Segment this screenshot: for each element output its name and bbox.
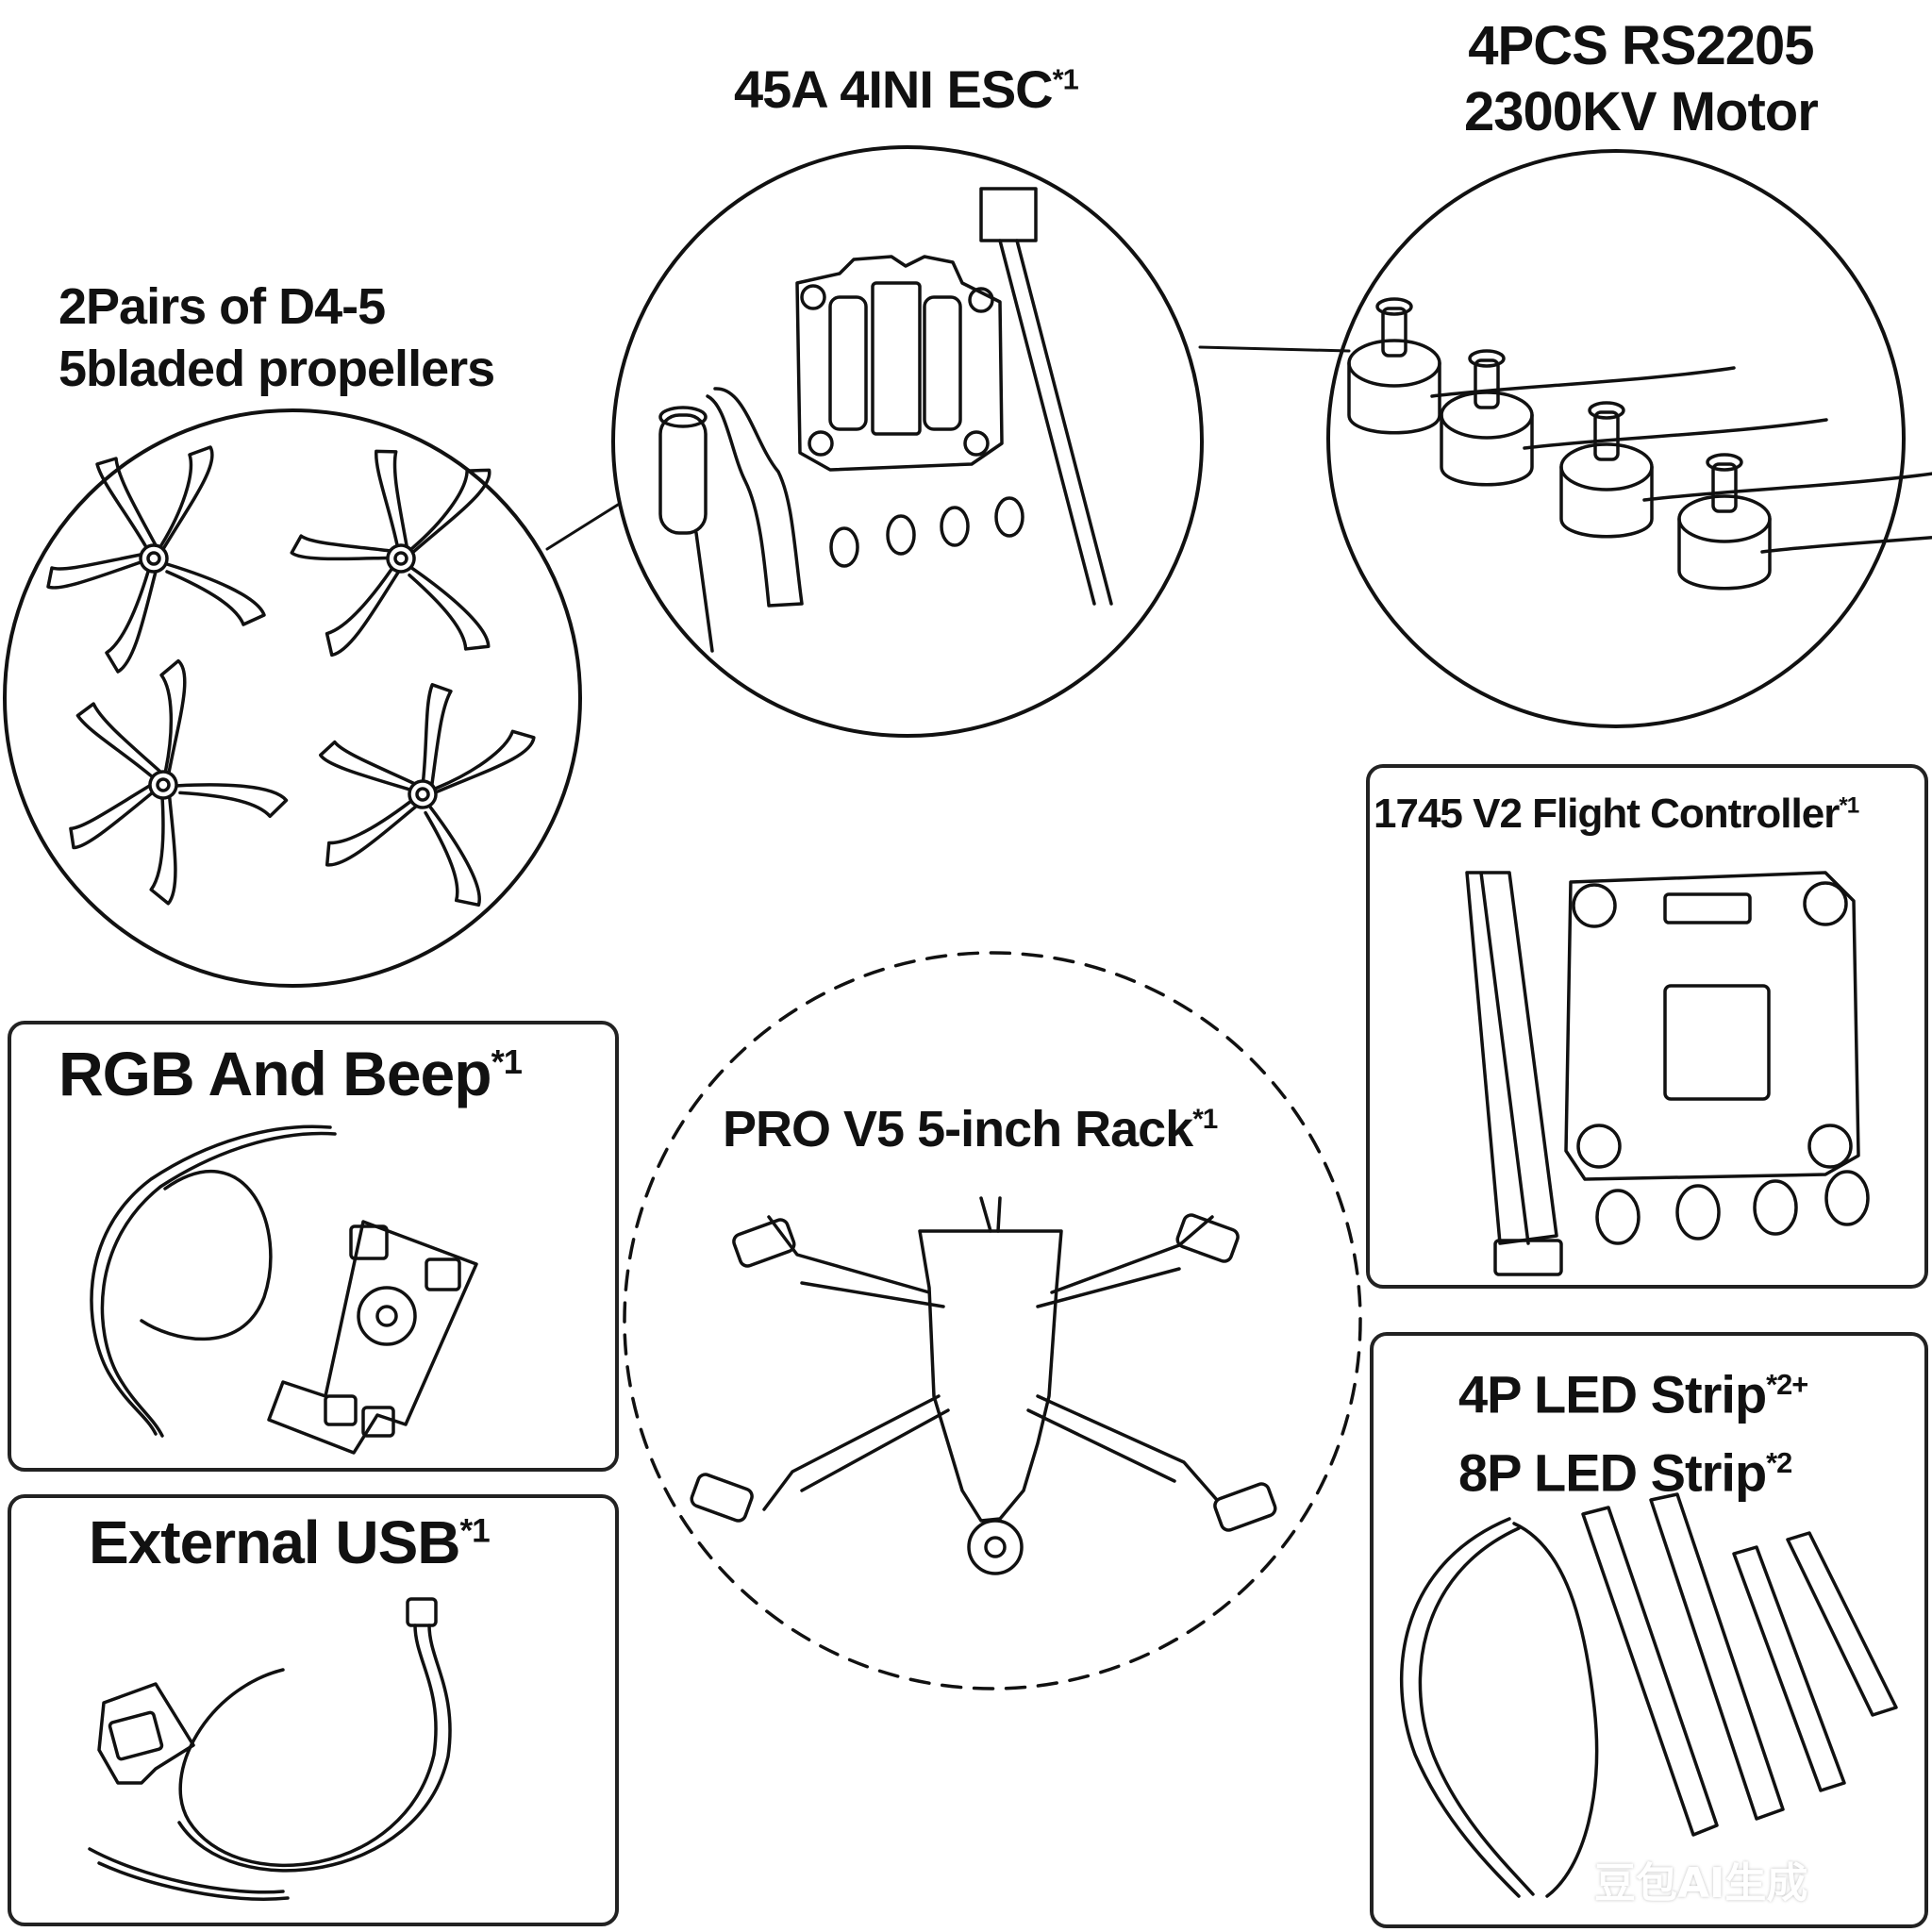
rack-circle [623,951,1362,1690]
propellers-circle [3,408,582,988]
esc-label: 45A 4INI ESC*1 [734,58,1079,120]
esc-cable [706,187,1113,608]
rack-frame [690,1196,1277,1575]
motor-group [1347,297,1932,591]
rack-label-qty: *1 [1192,1104,1218,1135]
led-strip-label-line2-qty: *2 [1766,1445,1792,1479]
motor [1347,297,1736,435]
led-strip-label-line2-text: 8P LED Strip [1458,1442,1767,1503]
led-strip-parts [1400,1492,1898,1898]
propeller-group [24,418,579,953]
flight-controller-label-qty: *1 [1839,792,1859,819]
rgb-beep-label: RGB And Beep*1 [58,1038,523,1109]
usb-parts [88,1597,452,1901]
rgb-beep-parts [90,1124,478,1455]
esc-label-qty: *1 [1052,62,1079,96]
propeller [46,445,266,674]
watermark: 豆包AI生成 [1594,1859,1808,1907]
rgb-beep-label-qty: *1 [491,1042,523,1081]
rack-label-text: PRO V5 5-inch Rack [723,1101,1193,1158]
rgb-beep-frame [8,1021,619,1472]
rack-label: PRO V5 5-inch Rack*1 [723,1100,1218,1158]
motor-label-line2: 2300KV Motor [1464,81,1819,142]
flight-controller-label: 1745 V2 Flight Controller*1 [1374,791,1859,838]
rgb-beep-label-text: RGB And Beep [58,1039,492,1108]
flight-controller-label-text: 1745 V2 Flight Controller [1374,791,1840,837]
motor-label-line1: 4PCS RS2205 [1468,15,1814,76]
motor-circle [1326,149,1906,728]
led-strip-label-line2: 8P LED Strip*2 [1458,1429,1807,1507]
propellers-label-line2: 5bladed propellers [58,341,495,397]
led-strip-label-line1-text: 4P LED Strip [1458,1364,1767,1424]
led-strip-label-line1: 4P LED Strip*2+ [1458,1351,1808,1429]
connector-line-propellers-esc [545,503,620,551]
connector-line-esc-motor [1198,345,1351,353]
led-strip-label: 4P LED Strip*2+ 8P LED Strip*2 [1458,1351,1808,1507]
esc-label-text: 45A 4INI ESC [734,59,1054,119]
led-strip-label-line1-qty: *2+ [1766,1368,1808,1401]
flight-controller-board [1465,871,1870,1276]
motor-label: 4PCS RS2205 2300KV Motor [1464,13,1819,145]
esc-grommets [829,496,1024,568]
esc-circle [611,145,1204,738]
usb-label: External USB*1 [89,1507,491,1577]
usb-label-text: External USB [89,1508,460,1576]
usb-label-qty: *1 [459,1512,490,1550]
propellers-label: 2Pairs of D4-5 5bladed propellers [58,275,495,400]
flight-controller-frame [1366,764,1928,1289]
usb-frame [8,1494,619,1926]
esc-capacitor [658,406,714,653]
propellers-label-line1: 2Pairs of D4-5 [58,278,386,335]
esc-board [795,255,1004,472]
